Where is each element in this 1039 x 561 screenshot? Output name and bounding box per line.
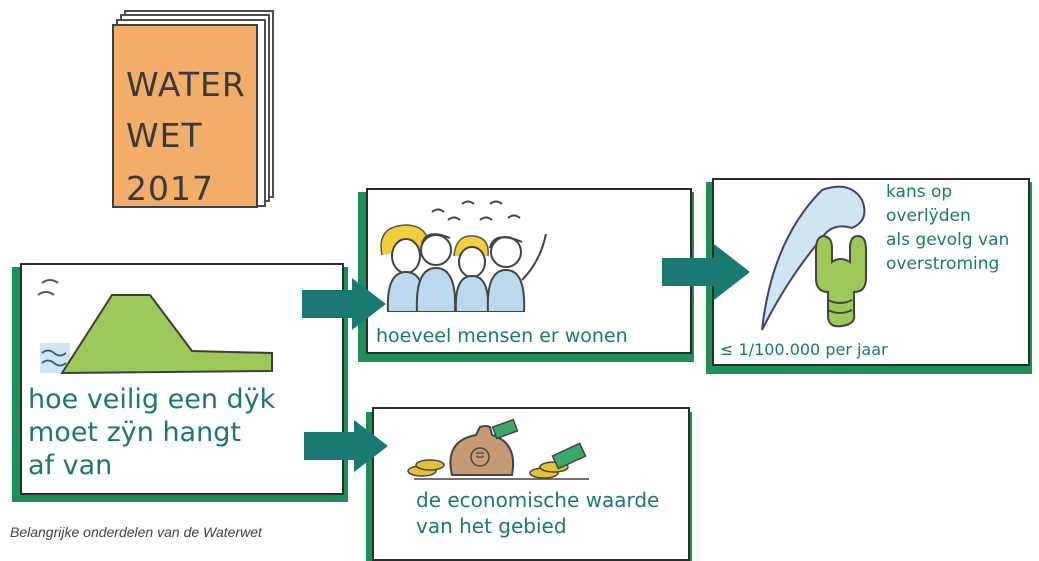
- figure-caption: Belangrijke onderdelen van de Waterwet: [10, 524, 262, 540]
- person-icon: [415, 233, 457, 312]
- book-title-line-2: WET: [126, 116, 203, 155]
- mensen-text: hoeveel mensen er wonen: [376, 325, 628, 347]
- money-illustration: [407, 418, 589, 480]
- flood-illustration: [761, 185, 867, 331]
- dijk-text-line-3: af van: [28, 450, 113, 481]
- kans-probability: ≤ 1/100.000 per jaar: [720, 340, 888, 359]
- dike-illustration: [37, 279, 273, 375]
- arrow-to-kans-icon: [662, 244, 750, 300]
- banknote-icon: [491, 418, 519, 440]
- dijk-text-line-1: hoe veilig een dÿk: [28, 384, 276, 415]
- wave-icon: [761, 185, 866, 331]
- arrow-to-mensen-icon: [302, 278, 386, 330]
- kans-text-line-3: als gevolg van: [886, 230, 1010, 250]
- book-title-line-1: WATER: [126, 65, 246, 104]
- mensen-card: hoeveel mensen er wonen: [366, 188, 692, 354]
- person-icon: [486, 233, 547, 312]
- wind-mark-icon: [41, 279, 59, 284]
- people-illustration: [380, 200, 547, 312]
- kans-text-line-2: overlÿden: [886, 206, 971, 226]
- kans-card: kans op overlÿden als gevolg van overstr…: [712, 178, 1030, 366]
- person-icon: [453, 235, 490, 312]
- dijk-text-line-2: moet zÿn hangt: [28, 417, 241, 448]
- economie-text-line-2: van het gebied: [416, 514, 567, 538]
- economie-card: de economische waarde van het gebied: [372, 407, 690, 561]
- kans-text-line-4: overstroming: [886, 254, 1000, 274]
- kans-text-line-1: kans op: [886, 182, 953, 202]
- drowning-person-icon: [815, 234, 867, 328]
- dike-shape-icon: [60, 294, 273, 375]
- arrow-to-economie-icon: [304, 420, 388, 472]
- book-year: 2017: [126, 169, 214, 208]
- dijk-card: hoe veilig een dÿk moet zÿn hangt af van: [20, 263, 344, 495]
- book-cover: WATER WET 2017: [112, 24, 258, 208]
- economie-text-line-1: de economische waarde: [416, 488, 660, 512]
